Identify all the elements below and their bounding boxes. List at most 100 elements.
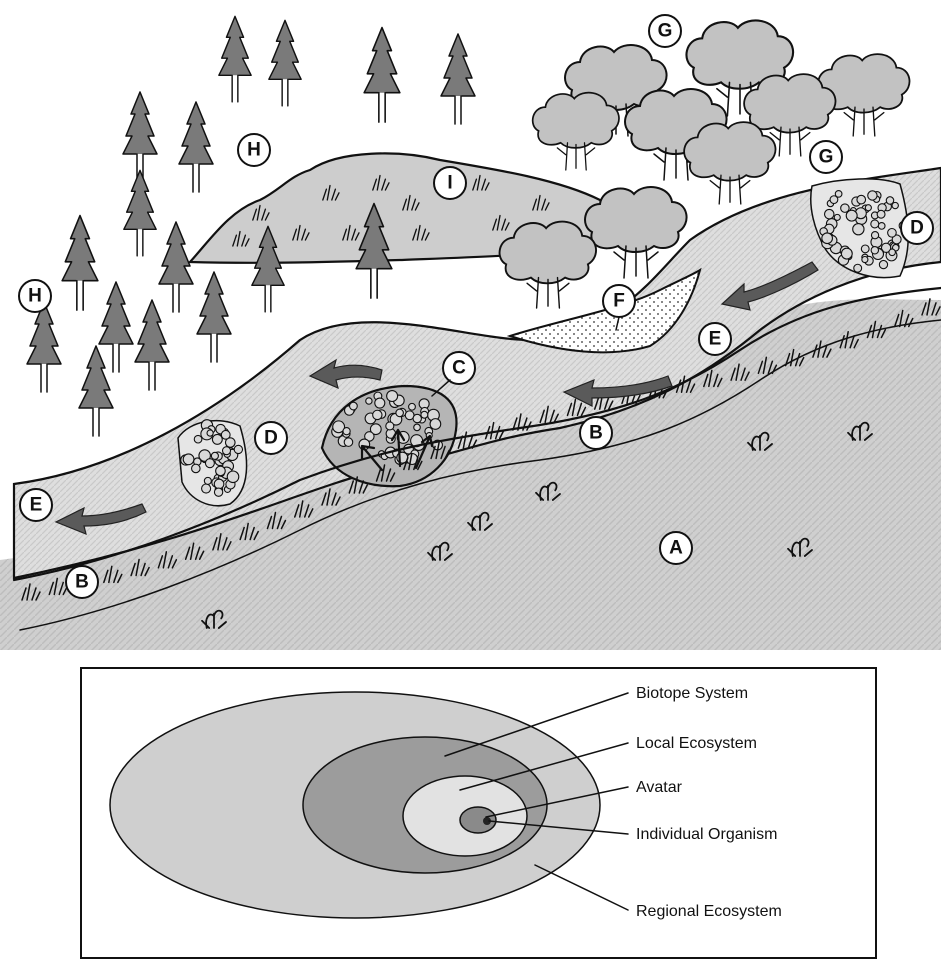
conifer-tree-icon bbox=[269, 20, 301, 106]
conifer-tree-icon bbox=[79, 346, 113, 436]
label-b-text: B bbox=[75, 572, 89, 593]
scale-diagram: Biotope System Local Ecosystem Avatar In… bbox=[81, 668, 876, 958]
pebble bbox=[375, 398, 385, 408]
landscape-scene: A B B C D D E E F G G bbox=[0, 15, 941, 650]
level-label-regional-ecosystem: Regional Ecosystem bbox=[636, 903, 782, 920]
scene-label-a: A bbox=[660, 532, 692, 564]
scene-label-d-right: D bbox=[901, 212, 933, 244]
scene-label-e-right: E bbox=[699, 323, 731, 355]
conifer-tree-icon bbox=[27, 302, 61, 392]
scene-label-d-left: D bbox=[255, 422, 287, 454]
label-e-text: E bbox=[709, 329, 722, 350]
pebble bbox=[862, 256, 868, 262]
pebble bbox=[888, 229, 897, 238]
pebble bbox=[227, 471, 239, 483]
label-h-text: H bbox=[247, 140, 261, 161]
conifer-tree-icon bbox=[123, 92, 157, 182]
pebble bbox=[841, 248, 852, 259]
scene-label-i: I bbox=[434, 167, 466, 199]
label-a-text: A bbox=[669, 538, 683, 559]
pebble bbox=[871, 220, 879, 228]
pebble bbox=[877, 210, 885, 218]
pebble bbox=[871, 247, 878, 254]
pebble bbox=[183, 454, 194, 465]
pebble bbox=[387, 391, 398, 402]
conifer-tree-icon bbox=[135, 300, 169, 390]
pebble bbox=[822, 233, 833, 244]
level-label-individual-organism: Individual Organism bbox=[636, 826, 777, 843]
pebble bbox=[854, 264, 862, 272]
pebble bbox=[421, 411, 428, 418]
pebble bbox=[366, 398, 372, 404]
conifer-tree-icon bbox=[99, 282, 133, 372]
label-g-text: G bbox=[658, 21, 673, 42]
scene-label-g-right: G bbox=[810, 141, 842, 173]
pebble bbox=[214, 488, 222, 496]
pebble bbox=[865, 205, 871, 211]
scene-label-g-top: G bbox=[649, 15, 681, 47]
pebble bbox=[413, 414, 421, 422]
pebble bbox=[825, 209, 834, 218]
pebble bbox=[223, 447, 231, 455]
level-label-biotope-system: Biotope System bbox=[636, 685, 748, 702]
pebble bbox=[857, 195, 866, 204]
pebble bbox=[861, 245, 869, 253]
conifer-tree-icon bbox=[159, 222, 193, 312]
pebble bbox=[194, 435, 202, 443]
conifer-tree-icon bbox=[441, 34, 475, 124]
pebble bbox=[207, 430, 213, 436]
label-d-text: D bbox=[264, 428, 278, 449]
pebble bbox=[846, 210, 857, 221]
conifer-tree-icon bbox=[364, 28, 400, 123]
pebble bbox=[216, 466, 226, 476]
scene-label-b-right: B bbox=[580, 417, 612, 449]
pebble bbox=[414, 424, 421, 431]
pebble bbox=[871, 232, 878, 239]
pebble bbox=[234, 445, 242, 453]
scene-label-f: F bbox=[603, 285, 635, 317]
label-g-text: G bbox=[819, 147, 834, 168]
pebble bbox=[344, 438, 353, 447]
pebble bbox=[886, 197, 893, 204]
pebble bbox=[350, 402, 358, 410]
conifer-tree-icon bbox=[62, 216, 98, 311]
pebble bbox=[889, 249, 896, 256]
pebble bbox=[211, 452, 218, 459]
pebble bbox=[221, 430, 230, 439]
level-label-local-ecosystem: Local Ecosystem bbox=[636, 735, 757, 752]
level-label-avatar: Avatar bbox=[636, 779, 683, 796]
scene-label-c: C bbox=[443, 352, 475, 384]
pebble bbox=[202, 484, 211, 493]
conifer-tree-icon bbox=[124, 170, 156, 256]
deciduous-tree-icon bbox=[684, 122, 775, 204]
conifer-tree-icon bbox=[219, 16, 251, 102]
scene-label-h-top: H bbox=[238, 134, 270, 166]
scene-label-b-left: B bbox=[66, 566, 98, 598]
pebble bbox=[192, 464, 201, 473]
pebble bbox=[430, 419, 441, 430]
label-e-text: E bbox=[30, 495, 43, 516]
label-c-text: C bbox=[452, 358, 466, 379]
pebble bbox=[834, 214, 840, 220]
label-d-text: D bbox=[910, 218, 924, 239]
pebble bbox=[396, 409, 404, 417]
label-f-text: F bbox=[613, 291, 625, 312]
scene-label-h-left: H bbox=[19, 280, 51, 312]
pebble bbox=[868, 191, 877, 200]
conifer-tree-icon bbox=[197, 272, 231, 362]
pebble bbox=[214, 479, 224, 489]
label-h-text: H bbox=[28, 286, 42, 307]
pebble bbox=[853, 224, 864, 235]
conifer-tree-icon bbox=[179, 102, 213, 192]
pebble bbox=[409, 403, 416, 410]
deciduous-tree-icon bbox=[533, 93, 619, 170]
pebble bbox=[373, 410, 382, 419]
pebble bbox=[204, 477, 211, 484]
label-i-text: I bbox=[447, 173, 452, 194]
label-b-text: B bbox=[589, 423, 603, 444]
deciduous-tree-icon bbox=[500, 222, 596, 308]
pebble bbox=[205, 459, 214, 468]
gravel-bank-left bbox=[178, 420, 247, 506]
pebble bbox=[830, 196, 838, 204]
